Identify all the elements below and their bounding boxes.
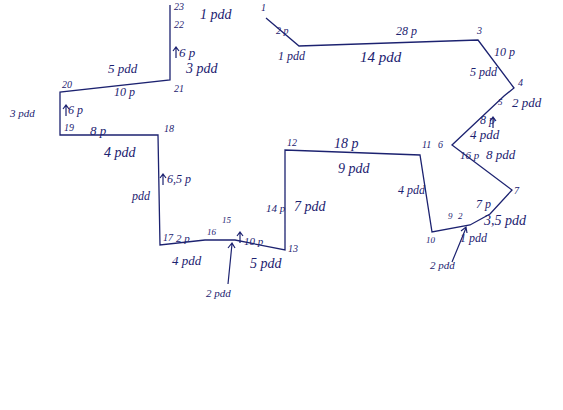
survey-label: 8 pdd — [486, 148, 515, 161]
survey-label: 7 — [514, 186, 519, 196]
survey-label: 16 p — [460, 150, 479, 161]
survey-label: 18 p — [334, 137, 359, 151]
survey-label: 6 p — [179, 46, 195, 59]
survey-label: 19 — [64, 123, 74, 133]
survey-label: 14 pdd — [360, 50, 401, 65]
survey-label: 13 — [288, 244, 298, 254]
survey-label: 6 — [438, 140, 443, 150]
survey-label: 10 — [426, 236, 435, 245]
survey-label: 7 pdd — [294, 200, 326, 214]
survey-label: 2 pdd — [512, 96, 541, 109]
survey-label: 16 — [207, 228, 216, 237]
survey-label: 3 pdd — [186, 62, 218, 76]
survey-label: 2 p — [276, 26, 289, 36]
survey-label: 2 pdd — [206, 288, 231, 299]
survey-label: 6,5 p — [167, 173, 191, 185]
survey-label: 17 — [163, 233, 173, 243]
survey-label: 5 pdd — [470, 66, 497, 78]
survey-label: 2 pdd — [430, 260, 455, 271]
survey-label: 1 pdd — [460, 232, 487, 244]
survey-label: 14 p — [266, 203, 285, 214]
survey-label: pdd — [132, 190, 150, 202]
survey-label: 2 — [458, 212, 463, 221]
survey-label: 18 — [164, 124, 174, 134]
survey-label: 10 p — [244, 236, 263, 247]
survey-label: 8 p — [480, 114, 495, 126]
survey-label: 1 pdd — [200, 8, 232, 22]
survey-label: 12 — [287, 138, 297, 148]
survey-label: 4 — [518, 78, 523, 88]
survey-label: 15 — [222, 216, 231, 225]
direction-arrows — [63, 47, 496, 284]
survey-label: 9 pdd — [338, 162, 370, 176]
survey-label: 22 — [174, 20, 184, 30]
survey-label: 2 p — [176, 233, 190, 244]
survey-label: 3 pdd — [10, 108, 35, 119]
survey-label: 9 — [448, 212, 453, 221]
survey-label: 6 p — [68, 104, 83, 116]
survey-label: 20 — [62, 80, 72, 90]
survey-label: 4 pdd — [470, 128, 499, 141]
survey-label: 4 pdd — [398, 184, 425, 196]
traverse-outline — [60, 5, 514, 250]
survey-label: 1 — [261, 3, 266, 13]
survey-label: 3 — [477, 26, 482, 36]
survey-label: 5 pdd — [108, 62, 137, 75]
survey-label: 7 p — [476, 198, 491, 210]
survey-label: 4 pdd — [104, 146, 136, 160]
survey-label: 8 p — [90, 124, 106, 137]
survey-label: 28 p — [396, 25, 417, 37]
survey-label: 10 p — [494, 46, 515, 58]
survey-label: 4 pdd — [172, 254, 201, 267]
survey-label: 23 — [174, 2, 184, 12]
survey-label: 21 — [174, 84, 184, 94]
survey-label: 3,5 pdd — [484, 214, 526, 228]
survey-label: 5 pdd — [250, 257, 282, 271]
survey-label: 1 pdd — [278, 50, 305, 62]
survey-label: 11 — [422, 140, 431, 150]
survey-label: 10 p — [114, 86, 135, 98]
survey-label: 5 — [498, 98, 503, 107]
